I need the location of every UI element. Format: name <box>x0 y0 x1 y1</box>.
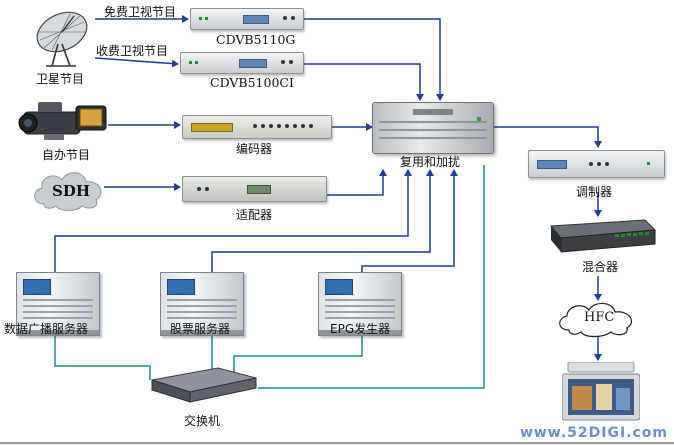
receiver-cdvb5110g <box>190 8 304 30</box>
line-data-server-mux <box>54 169 412 272</box>
label-mixer: 混合器 <box>582 260 619 274</box>
label-switch: 交换机 <box>184 414 221 428</box>
label-stock-server: 股票服务器 <box>170 322 231 336</box>
line-epg-mux <box>361 169 458 272</box>
encoder-device <box>182 115 332 139</box>
cloud-icon <box>34 172 102 211</box>
adapter-device <box>182 176 327 202</box>
label-sat-programs: 卫星节目 <box>36 72 85 86</box>
line-data-server-switch <box>54 334 151 380</box>
modulator-device <box>528 150 665 178</box>
tv-icon <box>562 362 640 421</box>
label-pay-sat: 收费卫视节目 <box>96 44 169 58</box>
line-mux-modulator <box>492 126 602 148</box>
stock-server <box>160 272 244 336</box>
data-broadcast-server <box>16 272 100 336</box>
mixer-device <box>549 219 657 253</box>
hfc-cloud-icon <box>559 302 632 338</box>
network-switch-device <box>151 367 257 403</box>
video-camera-icon <box>18 102 107 140</box>
label-own-programs: 自办节目 <box>42 148 91 162</box>
line-epg-switch <box>233 334 363 372</box>
label-cdvb5110g: CDVB5110G <box>216 32 296 47</box>
label-cdvb5100ci: CDVB5100CI <box>210 75 294 90</box>
label-epg: EPG发生器 <box>330 322 391 336</box>
label-modulator: 调制器 <box>576 185 613 199</box>
mux-scrambler-device <box>372 102 494 154</box>
satellite-dish-icon <box>36 11 88 67</box>
line-stock-server-mux <box>211 169 434 272</box>
label-adapter: 适配器 <box>236 208 273 222</box>
watermark: www.52DIGI.com <box>519 425 668 441</box>
receiver-cdvb5100ci <box>180 52 304 74</box>
line-pay-sat <box>94 57 179 68</box>
line-5110g-mux <box>302 18 444 101</box>
label-hfc: HFC <box>584 310 615 325</box>
line-adapter-mux <box>325 169 387 196</box>
label-encoder: 编码器 <box>236 142 273 156</box>
line-5100ci-mux <box>302 63 424 101</box>
label-free-sat: 免费卫视节目 <box>104 5 177 19</box>
label-mux: 复用和加扰 <box>400 155 461 169</box>
label-data-server: 数据广播服务器 <box>4 322 89 336</box>
epg-generator <box>318 272 402 336</box>
label-sdh: SDH <box>52 182 91 200</box>
line-switch-mux <box>258 165 485 389</box>
